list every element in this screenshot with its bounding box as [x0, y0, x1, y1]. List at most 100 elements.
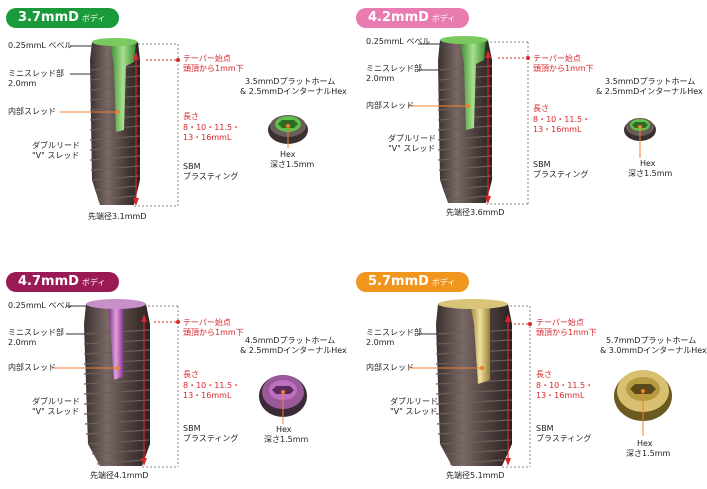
label-taper-offset: 頭頂から1mm下 — [183, 64, 244, 73]
label-hex: Hex — [640, 159, 656, 168]
label-hex-depth: 深さ1.5mm — [270, 160, 315, 169]
label-bevel: 0.25mmL ベベル — [366, 37, 431, 46]
label-sbm: SBM — [183, 424, 201, 433]
label-blasting: ブラスティング — [536, 434, 592, 443]
platform-top — [440, 36, 488, 44]
internal-core — [110, 42, 136, 132]
internal-core — [460, 40, 486, 130]
label-hex-depth: 深さ1.5mm — [628, 169, 673, 178]
taper-dot — [526, 56, 530, 60]
label-mini-thread: ミニスレッド部 — [8, 69, 64, 78]
badge-subtitle: ボディ — [81, 278, 106, 287]
label-mini-length: 2.0mm — [366, 74, 395, 83]
platform-top — [92, 38, 138, 46]
inner-dot — [480, 366, 484, 370]
label-mini-length: 2.0mm — [366, 338, 395, 347]
badge-title: 3.7mmD — [18, 10, 79, 25]
label-length-values-1: 8・10・11.5・ — [533, 115, 591, 124]
label-inner-thread: 内部スレッド — [366, 363, 414, 372]
label-inner-thread: 内部スレッド — [366, 101, 414, 110]
internal-core — [108, 304, 124, 380]
inner-dot — [116, 110, 120, 114]
label-taper-offset: 頭頂から1mm下 — [533, 64, 594, 73]
label-length-values-2: 13・16mmL — [533, 125, 582, 134]
label-mini-thread: ミニスレッド部 — [8, 328, 64, 337]
label-mini-thread: ミニスレッド部 — [366, 64, 422, 73]
implant-illustration — [60, 38, 308, 207]
length-arrow-tail — [485, 196, 491, 204]
label-hex-depth: 深さ1.5mm — [264, 435, 309, 444]
label-sbm: SBM — [533, 160, 551, 169]
label-platform: 3.5mmDプラットホーム — [605, 77, 696, 86]
implant-body — [90, 42, 140, 205]
platform-top-view — [614, 370, 672, 421]
label-tip-diameter: 先端径5.1mmD — [446, 471, 505, 480]
label-mini-length: 2.0mm — [8, 79, 37, 88]
taper-dot — [176, 320, 180, 324]
label-internal-hex: & 2.5mmDインターナルHex — [240, 87, 347, 96]
platform-top — [438, 299, 508, 309]
label-double-lead: ダブルリード — [32, 397, 80, 406]
label-length-values-2: 13・16mmL — [536, 391, 585, 400]
thread-lines — [89, 65, 141, 201]
label-taper-start: テーパー始点 — [183, 54, 231, 63]
label-length-values-1: 8・10・11.5・ — [536, 381, 594, 390]
taper-dot — [176, 58, 180, 62]
label-platform: 4.5mmDプラットホーム — [245, 336, 336, 345]
label-double-lead: ダブルリード — [388, 134, 436, 143]
taper-dot — [528, 322, 532, 326]
label-sbm: SBM — [183, 162, 201, 171]
implant-body — [438, 40, 492, 203]
badge-subtitle: ボディ — [431, 14, 456, 23]
label-double-lead: ダブルリード — [32, 141, 80, 150]
implant-illustration — [408, 36, 656, 205]
platform-top — [86, 299, 146, 309]
implant-body — [436, 304, 512, 466]
label-taper-offset: 頭頂から1mm下 — [183, 328, 244, 337]
badge-subtitle: ボディ — [431, 278, 456, 287]
badge-title: 4.2mmD — [368, 10, 429, 25]
hex-dot — [281, 390, 285, 394]
label-length-values-2: 13・16mmL — [183, 391, 232, 400]
label-v-thread: "V" スレッド — [390, 407, 438, 416]
badge-subtitle: ボディ — [81, 14, 106, 23]
label-inner-thread: 内部スレッド — [8, 363, 56, 372]
thread-lines — [437, 65, 493, 201]
label-hex: Hex — [280, 150, 296, 159]
label-hex: Hex — [276, 425, 292, 434]
label-mini-length: 2.0mm — [8, 338, 37, 347]
inner-dot — [466, 104, 470, 108]
length-arrow-tail — [505, 458, 511, 466]
label-inner-thread: 内部スレッド — [8, 107, 56, 116]
implant-body — [84, 304, 150, 466]
thread-lines — [435, 329, 513, 465]
label-internal-hex: & 3.0mmDインターナルHex — [600, 346, 707, 355]
label-length-values-1: 8・10・11.5・ — [183, 381, 241, 390]
label-bevel: 0.25mmL ベベル — [8, 301, 73, 310]
label-taper-offset: 頭頂から1mm下 — [536, 328, 597, 337]
label-v-thread: "V" スレッド — [388, 144, 436, 153]
length-arrow-tail — [141, 458, 147, 466]
label-internal-hex: & 2.5mmDインターナルHex — [240, 346, 347, 355]
label-blasting: ブラスティング — [533, 170, 589, 179]
label-v-thread: "V" スレッド — [32, 407, 80, 416]
length-arrow-head — [141, 314, 147, 322]
label-taper-start: テーパー始点 — [536, 318, 584, 327]
label-double-lead: ダブルリード — [390, 397, 438, 406]
label-hex: Hex — [637, 439, 653, 448]
implant-illustration — [52, 299, 307, 468]
label-length-title: 長さ — [536, 370, 552, 379]
label-taper-start: テーパー始点 — [533, 54, 581, 63]
label-mini-thread: ミニスレッド部 — [366, 328, 422, 337]
label-tip-diameter: 先端径3.6mmD — [446, 208, 505, 217]
label-length-title: 長さ — [183, 112, 199, 121]
hex-dot — [638, 125, 642, 129]
label-length-title: 長さ — [183, 370, 199, 379]
label-platform: 3.5mmDプラットホーム — [245, 77, 336, 86]
label-length-values-1: 8・10・11.5・ — [183, 123, 241, 132]
